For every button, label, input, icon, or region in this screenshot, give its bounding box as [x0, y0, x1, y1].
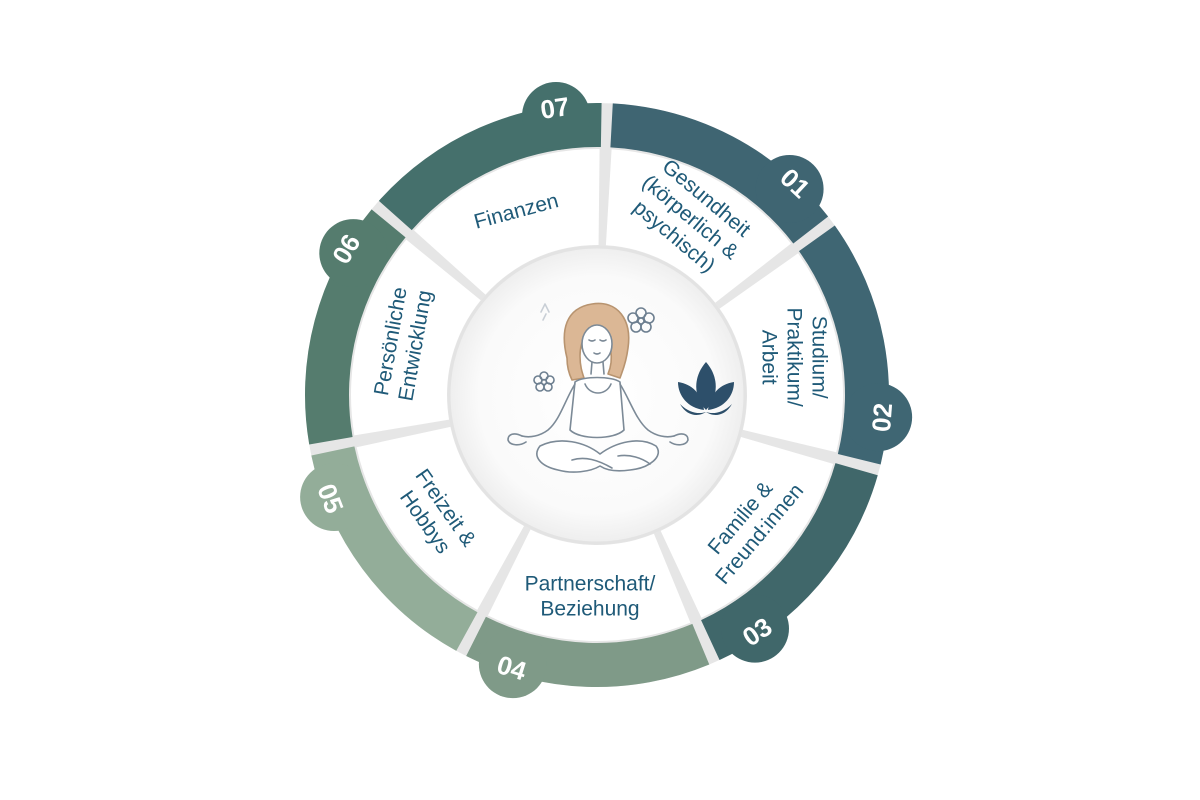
segment-field-02: [719, 253, 843, 453]
segment-label-line: Beziehung: [540, 597, 639, 620]
number-badge-01: [755, 154, 824, 223]
segment-field-07: [414, 149, 600, 295]
segment-field-03: [660, 436, 834, 618]
number-badge-06: [319, 219, 388, 288]
number-badge-02: [844, 383, 913, 452]
legs: [536, 440, 659, 473]
number-badge-04: [478, 630, 547, 699]
segment-label-line: Studium/: [807, 316, 830, 399]
segment-number-02: 02: [866, 402, 898, 433]
right-arm: [619, 383, 675, 438]
flower-icon-left: [533, 371, 555, 392]
flower-icon-top: [627, 307, 655, 333]
hair: [563, 302, 630, 381]
lotus-icon: [678, 362, 734, 415]
segment-field-01: [605, 149, 791, 303]
torso: [569, 376, 625, 439]
number-badge-05: [300, 463, 369, 532]
number-badge-03: [720, 594, 789, 663]
segment-field-04: [487, 529, 691, 641]
number-badge-07: [522, 81, 591, 150]
meditating-woman-illustration: [507, 302, 689, 473]
segment-02: 02 Studium/Praktikum/Arbeit: [719, 225, 913, 465]
segment-label-04: Partnerschaft/Beziehung: [525, 572, 656, 620]
segment-number-07: 07: [538, 91, 571, 125]
face: [581, 324, 613, 364]
left-arm: [521, 383, 576, 438]
sparkle-icon: [540, 303, 550, 321]
segment-field-06: [351, 239, 481, 436]
segment-label-line: Praktikum/: [782, 308, 805, 407]
segment-label-02: Studium/Praktikum/Arbeit: [757, 308, 830, 407]
segment-field-05: [356, 426, 525, 610]
segment-label-line: Partnerschaft/: [525, 572, 656, 595]
segment-label-line: Arbeit: [757, 330, 780, 385]
